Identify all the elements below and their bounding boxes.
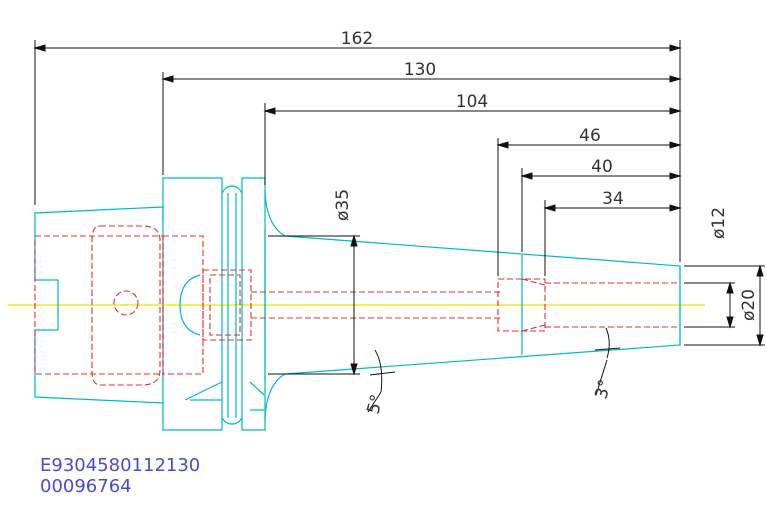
dim-104: 104 (456, 92, 488, 112)
dim-130: 130 (404, 60, 436, 80)
dimension-texts: 162 130 104 46 40 34 ø35 ø12 ø20 5° 3° (333, 29, 759, 416)
hidden-lines (34, 225, 680, 386)
holder-outline (34, 177, 681, 431)
dim-162: 162 (341, 29, 373, 49)
drawing-codes: E9304580112130 00096764 (40, 455, 200, 497)
dim-dia-20: ø20 (739, 289, 759, 321)
part-code: E9304580112130 (40, 455, 201, 476)
dim-46: 46 (579, 126, 601, 146)
dim-angle-5: 5° (364, 392, 388, 416)
serial-number: 00096764 (40, 476, 132, 497)
dim-dia-12: ø12 (709, 207, 729, 239)
dim-dia-35: ø35 (333, 189, 353, 221)
dim-angle-3: 3° (592, 377, 616, 401)
dimension-lines (33, 40, 765, 413)
dim-34: 34 (602, 189, 624, 209)
dim-40: 40 (591, 157, 613, 177)
